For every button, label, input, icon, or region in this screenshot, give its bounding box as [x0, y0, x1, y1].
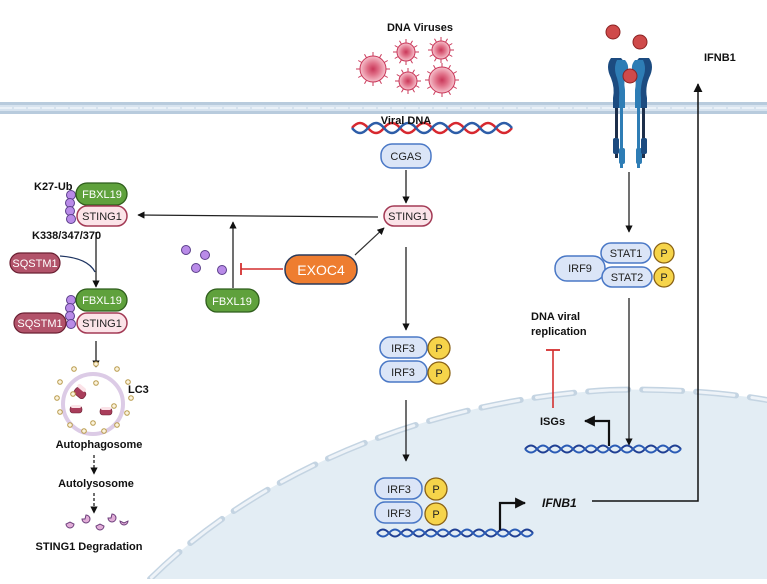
ifnb1-label: IFNB1 — [704, 52, 736, 64]
svg-text:CGAS: CGAS — [390, 151, 421, 163]
virus-particle — [425, 63, 459, 97]
k338-label: K338/347/370 — [32, 230, 101, 242]
sting1-degradation-label: STING1 Degradation — [36, 541, 143, 553]
lc3-dot — [114, 366, 120, 372]
cell-membrane — [0, 102, 767, 114]
k27-ub-label: K27-Ub — [34, 181, 73, 193]
sting1-top-node: STING1 — [76, 205, 128, 227]
ifnb1-gene-label: IFNB1 — [542, 496, 577, 510]
virus-particle — [428, 37, 454, 63]
viral-dna-label: Viral DNA — [381, 115, 432, 127]
lc3-dot — [128, 395, 134, 401]
lc3-dot — [101, 428, 107, 434]
svg-text:FBXL19: FBXL19 — [212, 296, 252, 308]
svg-text:FBXL19: FBXL19 — [82, 189, 122, 201]
svg-text:P: P — [660, 272, 667, 284]
sqstm1-bound-node: SQSTM1 — [13, 312, 67, 334]
lc3-dot — [90, 420, 96, 426]
svg-text:IRF3: IRF3 — [391, 367, 415, 379]
lc3-dot — [57, 409, 63, 415]
fbxl19-free-node: FBXL19 — [205, 288, 260, 313]
viral-dna-helix — [351, 121, 513, 135]
lc3-dot — [70, 391, 76, 397]
exoc4-node: EXOC4 — [284, 254, 358, 285]
free-ubiquitin — [181, 245, 227, 275]
sqstm1-binding-curve — [59, 255, 96, 273]
isg-transcription-arrow — [583, 415, 611, 446]
autophagosome-icon — [54, 361, 134, 436]
svg-text:P: P — [432, 509, 439, 521]
sting1-to-complex-arrow — [137, 211, 379, 219]
nucleus — [147, 386, 767, 582]
svg-text:SQSTM1: SQSTM1 — [17, 318, 62, 330]
sqstm1-free-node: SQSTM1 — [9, 252, 61, 274]
svg-text:IRF3: IRF3 — [387, 484, 411, 496]
svg-text:SQSTM1: SQSTM1 — [12, 258, 57, 270]
svg-text:STAT1: STAT1 — [610, 248, 643, 260]
ubiquitin-chain-top — [65, 190, 76, 224]
lc3-dot — [114, 422, 120, 428]
svg-text:P: P — [432, 484, 439, 496]
fbxl19-bottom-node: FBXL19 — [75, 288, 128, 312]
ifnar-receptor — [605, 24, 652, 168]
dna-viruses-label: DNA Viruses — [387, 22, 453, 34]
virus-particle — [393, 39, 419, 65]
ubiquitin-chain-bottom — [65, 295, 76, 329]
lc3-dot — [125, 379, 131, 385]
ifnb1-transcription-arrow — [498, 497, 527, 530]
ifnb1-secretion-arrow — [592, 83, 703, 502]
svg-text:IRF3: IRF3 — [391, 343, 415, 355]
dna-viral-replication-label-2: replication — [531, 326, 587, 338]
svg-text:P: P — [660, 248, 667, 260]
autophagosome-label: Autophagosome — [56, 439, 143, 451]
lc3-dot — [54, 395, 60, 401]
svg-text:P: P — [435, 343, 442, 355]
lc3-dot — [111, 403, 117, 409]
degradation-fragments — [65, 513, 129, 531]
svg-text:STING1: STING1 — [388, 211, 428, 223]
lc3-dot — [71, 366, 77, 372]
dna-virus-particles — [356, 37, 459, 97]
cgas-node: CGAS — [380, 143, 432, 169]
exoc4-to-sting1-arrow — [354, 227, 385, 256]
lc3-label: LC3 — [128, 384, 149, 396]
svg-text:P: P — [435, 368, 442, 380]
lc3-dot — [93, 380, 99, 386]
ifnb1-dna-helix — [376, 528, 534, 538]
sting1-bottom-node: STING1 — [76, 312, 128, 334]
virus-particle — [395, 68, 421, 94]
sting1-node: STING1 — [383, 205, 433, 227]
autolysosome-label: Autolysosome — [58, 478, 134, 490]
irf3-dimer-nucleus: IRF3 IRF3 P P — [374, 477, 448, 526]
svg-text:EXOC4: EXOC4 — [297, 262, 345, 278]
svg-text:IRF9: IRF9 — [568, 263, 592, 275]
irf3-dimer-cytoplasm: IRF3 IRF3 P P — [379, 336, 451, 385]
svg-text:FBXL19: FBXL19 — [82, 295, 122, 307]
isgs-label: ISGs — [540, 416, 565, 428]
isgf3-complex: IRF9 STAT1 STAT2 P P — [554, 242, 675, 288]
dna-viral-replication-label: DNA viral — [531, 311, 580, 323]
lc3-dot — [57, 379, 63, 385]
svg-text:STAT2: STAT2 — [611, 272, 644, 284]
svg-text:STING1: STING1 — [82, 318, 122, 330]
lc3-dot — [93, 361, 99, 367]
exoc4-inhibits-fbxl19 — [240, 263, 283, 275]
isg-dna-helix — [524, 444, 682, 454]
virus-particle — [356, 52, 390, 86]
lc3-dot — [81, 428, 87, 434]
svg-text:IRF3: IRF3 — [387, 508, 411, 520]
lc3-dot — [124, 410, 130, 416]
lc3-dot — [67, 422, 73, 428]
isgs-inhibit-replication — [546, 349, 560, 408]
fbxl19-top-node: FBXL19 — [75, 182, 128, 206]
svg-text:STING1: STING1 — [82, 211, 122, 223]
